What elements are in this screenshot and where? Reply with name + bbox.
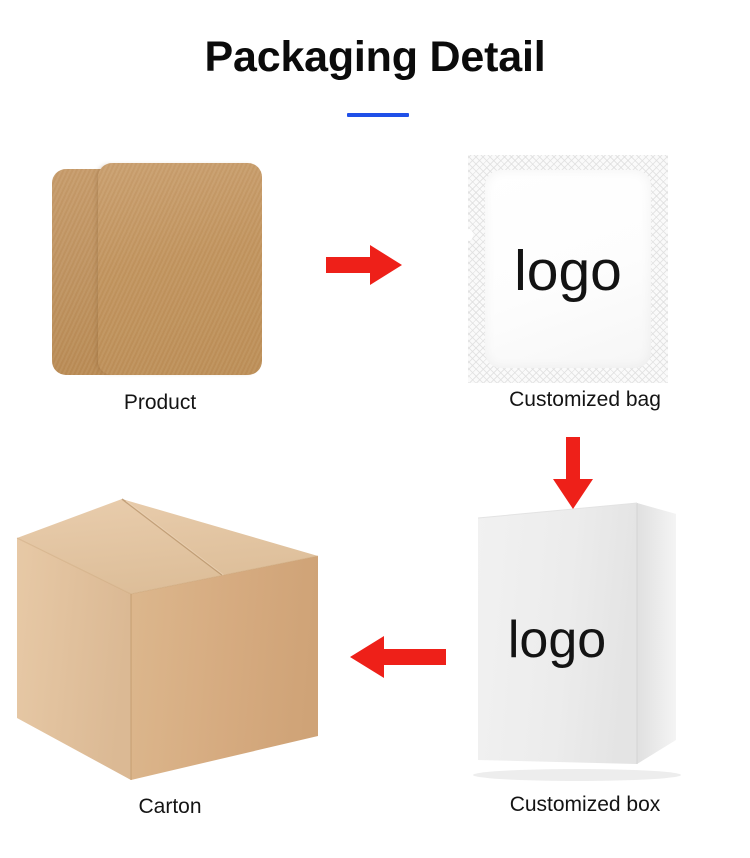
arrow-right-glyph	[326, 245, 402, 285]
step-product: Product	[0, 145, 320, 430]
arrow-left-glyph	[350, 636, 446, 678]
bag-logo-text: logo	[514, 239, 622, 303]
arrow-right-icon	[326, 243, 402, 287]
caption-customized-bag: Customized bag	[509, 388, 661, 411]
box-logo-text: logo	[507, 611, 607, 669]
step-customized-bag: logo Customized bag	[420, 145, 750, 430]
step-carton: Carton	[0, 480, 340, 835]
carton-image	[8, 490, 319, 785]
arrow-left-icon	[350, 634, 446, 680]
page-title: Packaging Detail	[204, 33, 546, 81]
page-header: Packaging Detail	[0, 0, 750, 140]
step-customized-box: logo Customized box	[420, 480, 750, 835]
product-image	[52, 163, 262, 378]
caption-carton: Carton	[138, 795, 202, 818]
title-underline-accent	[347, 113, 409, 117]
arrow-down-icon	[551, 437, 595, 509]
arrow-down-glyph	[553, 437, 593, 509]
carton-illustration	[16, 498, 319, 780]
caption-product: Product	[123, 391, 197, 414]
customized-box-image: logo	[465, 492, 690, 782]
bag-tear-notch	[466, 229, 473, 241]
customized-bag-image: logo	[466, 155, 668, 383]
white-box-illustration	[473, 502, 681, 781]
bag-front-panel	[485, 170, 651, 368]
caption-customized-box: Customized box	[509, 793, 661, 816]
kraft-card-front	[98, 163, 262, 375]
